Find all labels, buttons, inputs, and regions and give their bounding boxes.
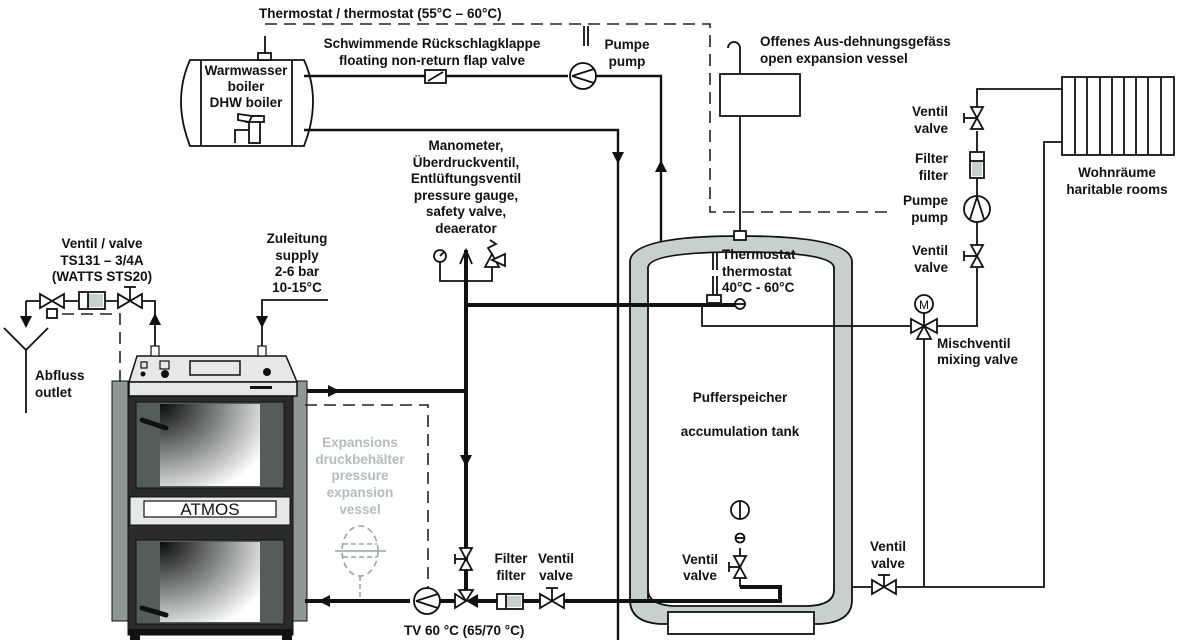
label-valve-bottom-right-en: valve: [871, 556, 905, 571]
pipe-supply: [261, 299, 328, 346]
label-safety-1: Manometer,: [428, 138, 503, 153]
dhw-pump-icon: [569, 62, 597, 90]
faucet-icon: [234, 112, 265, 144]
label-pump-right-de: Pumpe: [903, 193, 949, 208]
label-mixing-valve-de: Mischventil: [937, 336, 1011, 351]
motor-icon: [914, 294, 934, 314]
bottom-filter-icon: [496, 593, 524, 610]
label-safety-2: Überdruckventil,: [413, 155, 520, 170]
label-rooms-de: Wohnräume: [1078, 165, 1156, 180]
label-pressure-expansion-3: pressure: [331, 468, 389, 483]
label-valve-mid-right-de: Ventil: [912, 243, 948, 258]
label-supply-3: 2-6 bar: [275, 264, 320, 279]
atmos-boiler: [111, 345, 308, 640]
outlet-funnel-icon: [3, 327, 49, 413]
label-rooms-en: haritable rooms: [1066, 182, 1167, 197]
label-valve-bottom-right-de: Ventil: [870, 539, 906, 554]
label-tv-valve: TV 60 °C (65/70 °C): [404, 623, 524, 638]
label-dhw-thermostat: Thermostat / thermostat (55°C – 60°C): [259, 6, 502, 21]
label-pressure-expansion-2: druckbehälter: [315, 452, 405, 467]
label-tank-thermostat-1: Thermostat: [722, 247, 796, 262]
label-filter-right-en: filter: [919, 168, 949, 183]
label-supply-4: 10-15°C: [272, 280, 322, 295]
label-valve-tank-de: Ventil: [682, 552, 718, 567]
motor-label: M: [919, 298, 929, 312]
label-pressure-expansion-1: Expansions: [322, 435, 398, 450]
tank-sensor-icon: [730, 500, 750, 520]
tank-bottom-valve-icon: [728, 532, 748, 587]
label-tank-thermostat-2: thermostat: [722, 264, 792, 279]
label-safety-5: safety valve,: [426, 204, 506, 219]
temperature-sensor-icon: [734, 298, 746, 310]
pressure-gauge-icon: [433, 249, 447, 263]
label-valve-top-right-de: Ventil: [912, 104, 948, 119]
pipe-tank-bottom: [564, 585, 782, 603]
label-ts131-1: Ventil / valve: [61, 236, 143, 251]
label-safety-6: deaerator: [435, 221, 497, 236]
label-valve-bottom-en: valve: [539, 568, 573, 583]
pressure-expansion-vessel-icon: [335, 525, 386, 598]
label-valve-mid-right-en: valve: [914, 260, 948, 275]
label-valve-bottom-de: Ventil: [538, 551, 574, 566]
thermostat-signal-line-dhw: [265, 23, 890, 213]
dhw-thermostat-sensor: [257, 52, 272, 61]
boiler-brand-label: ATMOS: [180, 500, 239, 519]
pipe-rooms-return: [896, 141, 1062, 588]
label-open-expansion-en: open expansion vessel: [760, 51, 908, 66]
radiator-icon: [1061, 76, 1175, 156]
pipe-dhw-return-up: [596, 74, 663, 305]
right-lower-valve-icon: [963, 244, 985, 268]
label-pump-right-en: pump: [911, 210, 948, 225]
label-pressure-expansion-4: expansion: [327, 485, 394, 500]
open-expansion-vessel: [719, 41, 801, 236]
return-pump-icon: [413, 587, 441, 615]
ts131-valve-assembly: [26, 286, 145, 319]
pipe-mixing-to-pump: [937, 268, 978, 327]
dhw-boiler: [180, 36, 314, 147]
pipe-boiler-to-ts131: [145, 300, 156, 346]
label-flap-valve-en: floating non-return flap valve: [339, 53, 526, 68]
label-dhw-boiler-2: boiler: [228, 79, 266, 94]
tank-thermostat-sensor: [706, 294, 722, 304]
label-safety-4: pressure gauge,: [414, 188, 518, 203]
pipe-tank-to-mixing: [701, 305, 915, 327]
label-dhw-pump-en: pump: [609, 54, 646, 69]
label-open-expansion-de: Offenes Aus-dehnungsgefäss: [760, 34, 951, 49]
pipe-pump-to-rooms: [976, 88, 1062, 107]
label-dhw-boiler-3: DHW boiler: [210, 95, 283, 110]
label-flap-valve-de: Schwimmende Rückschlagklappe: [324, 36, 541, 51]
label-filter-bottom-en: filter: [496, 568, 526, 583]
right-upper-valve-icon: [963, 106, 985, 130]
label-dhw-boiler-1: Warmwasser: [205, 63, 289, 78]
tv-three-way-valve-icon: [454, 589, 478, 610]
safety-group: [433, 239, 506, 282]
label-supply-2: supply: [275, 248, 319, 263]
label-mixing-valve-en: mixing valve: [937, 352, 1019, 367]
right-filter-icon: [969, 151, 985, 179]
riser-valve-icon: [454, 547, 474, 571]
label-supply-1: Zuleitung: [267, 231, 328, 246]
accumulation-tank: [629, 230, 853, 635]
label-valve-tank-en: valve: [683, 568, 717, 583]
label-tank-thermostat-3: 40°C - 60°C: [722, 280, 795, 295]
display-icon: [189, 360, 241, 376]
bottom-right-valve-icon: [871, 574, 897, 596]
tank-top-connector: [733, 230, 747, 241]
right-pump-icon: [963, 195, 991, 223]
label-outlet-de: Abfluss: [35, 368, 85, 383]
label-dhw-pump-de: Pumpe: [604, 37, 650, 52]
label-ts131-3: (WATTS STS20): [52, 269, 152, 284]
pipe-dhw-down: [304, 128, 620, 640]
bottom-valve-icon: [539, 587, 565, 610]
label-outlet-en: outlet: [35, 385, 72, 400]
label-pressure-expansion-5: vessel: [339, 502, 380, 517]
label-filter-right-de: Filter: [915, 151, 949, 166]
label-tank-en: accumulation tank: [681, 424, 800, 439]
label-ts131-2: TS131 – 3/4A: [60, 253, 144, 268]
label-filter-bottom-de: Filter: [494, 551, 528, 566]
label-valve-top-right-en: valve: [914, 121, 948, 136]
label-safety-3: Entlüftungsventil: [411, 171, 521, 186]
label-tank-de: Pufferspeicher: [693, 390, 788, 405]
